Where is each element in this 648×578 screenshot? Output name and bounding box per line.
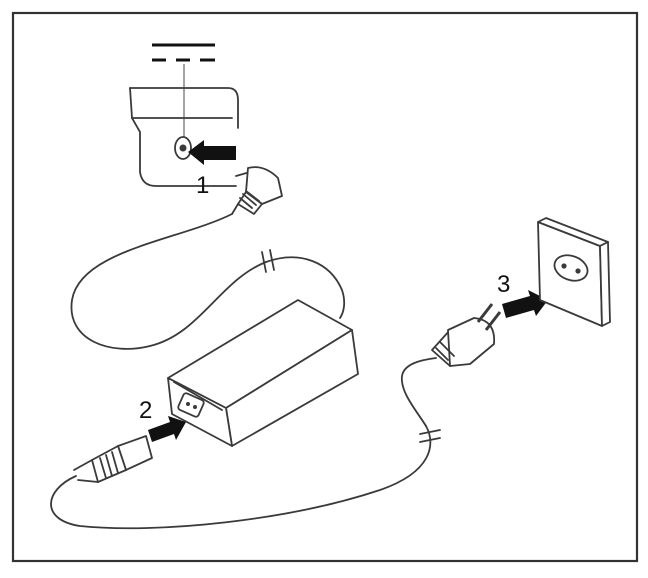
step-3-label: 3 (497, 271, 510, 298)
dc-power-symbol (152, 43, 215, 140)
dc-plug (231, 166, 283, 215)
mains-plug (431, 303, 502, 367)
step-2-label: 2 (139, 397, 152, 424)
ac-cord-connector (73, 435, 153, 483)
arrow-step-2 (148, 416, 186, 442)
arrow-step-1 (188, 140, 236, 165)
step-1-label: 1 (196, 172, 209, 199)
arrow-step-3 (502, 290, 548, 318)
dc-cable (70, 213, 346, 350)
ac-cable (50, 357, 441, 530)
notebook-dc-in-socket (129, 87, 239, 187)
power-adapter (167, 299, 359, 447)
wall-socket (537, 217, 611, 327)
